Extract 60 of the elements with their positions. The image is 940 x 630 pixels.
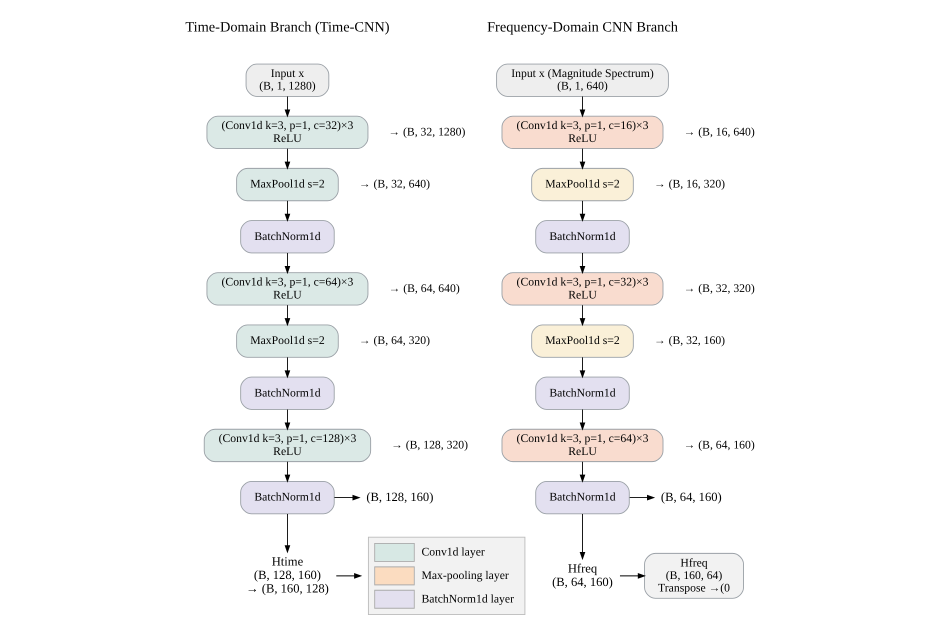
node-box: MaxPool1d s=2 xyxy=(236,168,338,202)
label: Frequency-Domain CNN Branch xyxy=(486,19,678,36)
arrow xyxy=(619,573,646,579)
arrow xyxy=(284,96,290,118)
legend-label: Max-pooling layer xyxy=(420,568,508,582)
node-box: (Conv1d k=3, p=1, c=32)×3 ReLU xyxy=(206,116,368,150)
arrow xyxy=(579,356,585,378)
arrow xyxy=(579,409,585,431)
arrow xyxy=(579,96,585,118)
arrow xyxy=(335,573,362,579)
arrow xyxy=(284,514,290,554)
arrow xyxy=(579,461,585,483)
arrow xyxy=(579,148,585,170)
node-label: → (B, 64, 640) xyxy=(388,282,460,295)
node-text: Htime (B, 128, 160) → (B, 160, 128) xyxy=(246,554,328,596)
node-text: (B, 128, 160) xyxy=(366,490,433,504)
node-box: (Conv1d k=3, p=1, c=64)×3 ReLU xyxy=(501,428,663,462)
node-box: Input x (Magnitude Spectrum) (B, 1, 640) xyxy=(496,64,668,97)
arrow xyxy=(579,514,585,560)
legend-label: Conv1d layer xyxy=(420,546,484,559)
node-label: → (B, 16, 320) xyxy=(653,178,725,191)
node-box: (Conv1d k=3, p=1, c=16)×3 ReLU xyxy=(501,116,663,150)
node-box: BatchNorm1d xyxy=(240,480,334,514)
arrow xyxy=(284,304,290,326)
arrow xyxy=(284,356,290,378)
node-box: MaxPool1d s=2 xyxy=(236,324,338,358)
label: Time-Domain Branch (Time-CNN) xyxy=(184,19,390,36)
node-text: (B, 64, 160) xyxy=(660,490,722,504)
node-box: MaxPool1d s=2 xyxy=(530,324,634,358)
node-box: BatchNorm1d xyxy=(534,480,630,514)
node-box: BatchNorm1d xyxy=(534,376,630,410)
node-box: (Conv1d k=3, p=1, c=128)×3 ReLU xyxy=(203,428,371,462)
arrow xyxy=(284,409,290,431)
node-box: (Conv1d k=3, p=1, c=64)×3 ReLU xyxy=(206,272,368,306)
node-label: → (B, 16, 640) xyxy=(683,125,754,138)
arrow xyxy=(579,252,585,274)
arrow xyxy=(284,148,290,170)
node-label: → (B, 64, 160) xyxy=(683,438,754,452)
arrow xyxy=(579,304,585,326)
arrow xyxy=(579,200,585,222)
node-box: MaxPool1d s=2 xyxy=(530,168,634,202)
node-text: Hfreq (B, 64, 160) xyxy=(552,561,612,589)
node-label: → (B, 32, 1280) xyxy=(388,125,465,138)
node-box: (Conv1d k=3, p=1, c=32)×3 ReLU xyxy=(501,272,663,306)
arrow xyxy=(284,252,290,274)
arrow xyxy=(284,461,290,483)
node-label: → (B, 64, 320) xyxy=(358,334,430,348)
node-box: Hfreq (B, 160, 64) Transpose →(0 xyxy=(644,552,744,599)
node-label: → (B, 128, 320) xyxy=(390,438,468,452)
arrow xyxy=(284,200,290,222)
arrow xyxy=(628,494,655,500)
node-box: BatchNorm1d xyxy=(240,220,334,254)
node-label: → (B, 32, 160) xyxy=(653,334,725,348)
node-box: BatchNorm1d xyxy=(240,376,334,410)
arrow xyxy=(334,494,360,500)
node-box: Input x (B, 1, 1280) xyxy=(245,64,329,97)
node-label: → (B, 32, 640) xyxy=(358,178,430,191)
node-box: BatchNorm1d xyxy=(534,220,630,254)
legend-label: BatchNorm1d layer xyxy=(420,592,514,606)
node-label: → (B, 32, 320) xyxy=(683,282,754,295)
